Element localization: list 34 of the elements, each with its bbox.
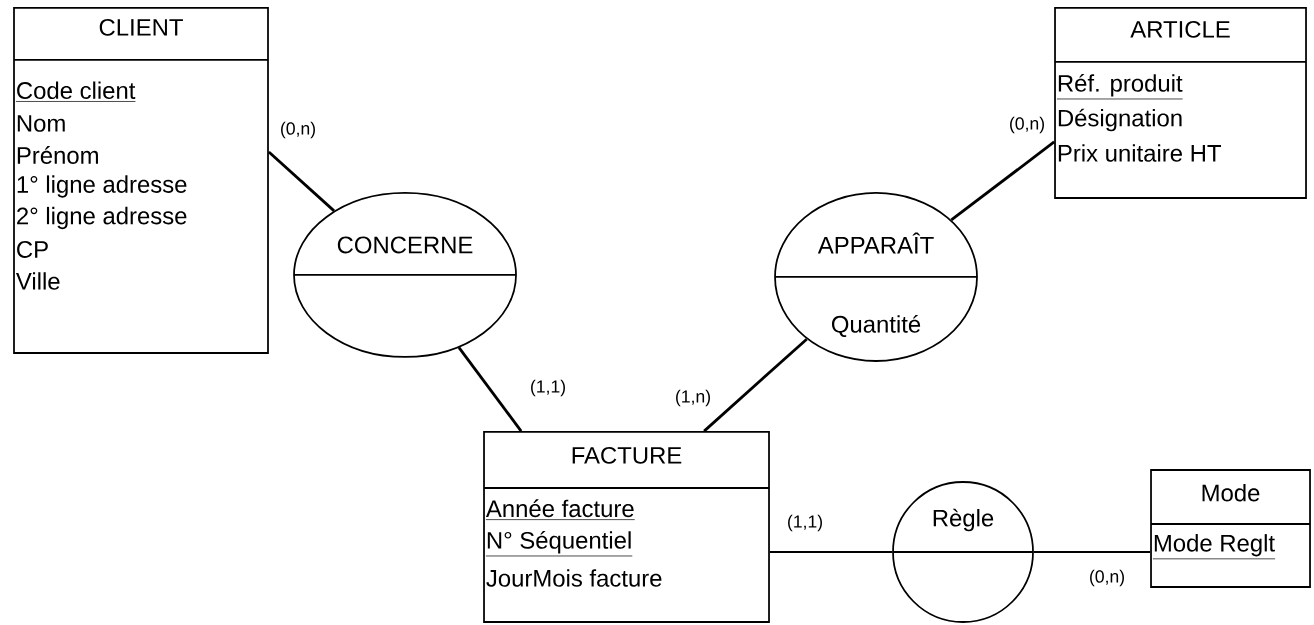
connector-line [950,140,1055,221]
connector-line [1033,551,1152,553]
attribute-text: JourMois facture [486,569,662,587]
cardinality-label: (0,n) [1007,115,1047,135]
entity-title: ARTICLE [1130,20,1230,38]
attribute-text: Prix unitaire HT [1058,144,1221,162]
association-name: Règle [933,508,994,532]
key-attribute-text: Mode Reglt [1152,534,1276,560]
entity-title: Mode [1202,483,1260,502]
cardinality-label: (0,n) [278,120,318,140]
connector-line [769,551,893,553]
attribute-text: Nom [17,115,65,132]
cardinality-label: (1,1) [785,513,825,533]
entity-title: CLIENT [99,18,183,36]
connector-line [703,338,808,433]
cardinality-label: (0,n) [1087,568,1127,588]
attribute-text: Quantité [831,314,921,338]
attribute-text: 1° ligne adresse [17,175,187,198]
association-name: CONCERNE [337,236,473,254]
attribute-text: Prénom [17,146,98,164]
attribute-text: 2° ligne adresse [17,206,187,230]
cardinality-label: (1,1) [528,378,568,398]
key-attribute-text: Année facture [485,499,636,520]
connector-line [457,346,523,432]
attribute-text: CP [17,241,48,258]
association-name: APPARAÎT [817,232,934,254]
attribute-text: Désignation [1058,108,1182,132]
connector-line [267,150,336,212]
entity-title: FACTURE [572,446,682,464]
cardinality-label: (1,n) [673,388,713,408]
key-attribute-text: N° Séquentiel [485,531,633,557]
key-attribute-text: Code client [15,81,136,102]
attribute-text: Ville [16,272,60,290]
key-attribute-text: Réf. produit [1056,73,1183,100]
